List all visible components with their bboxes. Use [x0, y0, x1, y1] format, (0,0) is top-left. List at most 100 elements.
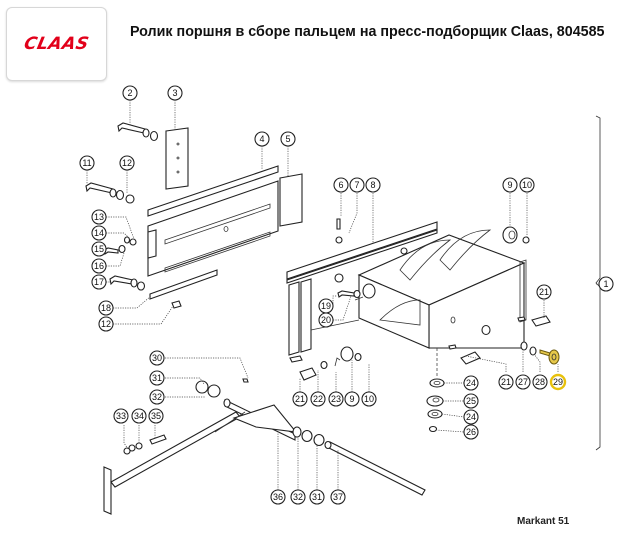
- svg-text:19: 19: [321, 301, 331, 311]
- svg-text:25: 25: [466, 396, 476, 406]
- callout-16[interactable]: 16: [91, 258, 107, 274]
- svg-text:29: 29: [553, 377, 563, 387]
- callout-13[interactable]: 13: [91, 209, 107, 225]
- callout-21-right[interactable]: 21: [536, 284, 552, 300]
- frame-box: [286, 221, 527, 356]
- callout-4[interactable]: 4: [254, 131, 270, 147]
- callout-18[interactable]: 18: [98, 300, 114, 316]
- svg-text:13: 13: [94, 212, 104, 222]
- callout-31-top[interactable]: 31: [149, 370, 165, 386]
- svg-text:10: 10: [522, 180, 532, 190]
- svg-text:2: 2: [127, 88, 132, 98]
- callout-22[interactable]: 22: [310, 391, 326, 407]
- callout-34[interactable]: 34: [131, 408, 147, 424]
- svg-text:16: 16: [94, 261, 104, 271]
- svg-text:31: 31: [152, 373, 162, 383]
- bolt-11: [85, 182, 135, 204]
- callout-12-bottom[interactable]: 12: [98, 316, 114, 332]
- svg-text:1: 1: [603, 279, 608, 289]
- callout-7[interactable]: 7: [349, 177, 365, 193]
- svg-text:35: 35: [151, 411, 161, 421]
- svg-text:34: 34: [134, 411, 144, 421]
- svg-text:32: 32: [293, 492, 303, 502]
- frame-hardware: [334, 218, 551, 365]
- callout-37[interactable]: 37: [330, 489, 346, 505]
- svg-text:33: 33: [116, 411, 126, 421]
- svg-text:21: 21: [539, 287, 549, 297]
- callout-30[interactable]: 30: [149, 350, 165, 366]
- callout-24-bottom[interactable]: 24: [463, 409, 479, 425]
- callout-33[interactable]: 33: [113, 408, 129, 424]
- callout-24-top[interactable]: 24: [463, 375, 479, 391]
- strip-18: [149, 269, 218, 300]
- callout-36[interactable]: 36: [270, 489, 286, 505]
- callout-6[interactable]: 6: [333, 177, 349, 193]
- callout-10-bottom[interactable]: 10: [361, 391, 377, 407]
- svg-text:14: 14: [94, 228, 104, 238]
- callout-19[interactable]: 19: [318, 298, 334, 314]
- svg-text:4: 4: [259, 134, 264, 144]
- lower-frame-parts: [289, 346, 362, 381]
- callout-21-left[interactable]: 21: [292, 391, 308, 407]
- callout-5[interactable]: 5: [280, 131, 296, 147]
- svg-text:30: 30: [152, 353, 162, 363]
- small-fasteners: [103, 236, 182, 309]
- callout-29-highlighted[interactable]: 29: [549, 373, 567, 391]
- callout-23[interactable]: 23: [328, 391, 344, 407]
- callout-27[interactable]: 27: [515, 374, 531, 390]
- callout-20[interactable]: 20: [318, 312, 334, 328]
- callout-14[interactable]: 14: [91, 225, 107, 241]
- callout-10-top[interactable]: 10: [519, 177, 535, 193]
- svg-text:12: 12: [122, 158, 132, 168]
- svg-text:3: 3: [172, 88, 177, 98]
- svg-text:37: 37: [333, 492, 343, 502]
- callout-32-bottom[interactable]: 32: [290, 489, 306, 505]
- callout-9-top[interactable]: 9: [502, 177, 518, 193]
- svg-text:10: 10: [364, 394, 374, 404]
- callout-26[interactable]: 26: [463, 424, 479, 440]
- main-plate: [147, 180, 279, 277]
- bolt-2: [117, 122, 159, 142]
- svg-text:20: 20: [321, 315, 331, 325]
- plate-3: [165, 127, 189, 190]
- callout-8[interactable]: 8: [365, 177, 381, 193]
- callout-21-middle[interactable]: 21: [498, 374, 514, 390]
- callout-12-top[interactable]: 12: [119, 155, 135, 171]
- leader-lines: [86, 100, 606, 490]
- callout-28[interactable]: 28: [532, 374, 548, 390]
- assembly-bracket: [595, 115, 601, 451]
- roller-29-highlighted: [539, 349, 560, 365]
- model-caption: Markant 51: [517, 516, 570, 527]
- callout-35[interactable]: 35: [148, 408, 164, 424]
- callout-2[interactable]: 2: [122, 85, 138, 101]
- svg-text:23: 23: [331, 394, 341, 404]
- svg-text:9: 9: [349, 394, 354, 404]
- svg-text:22: 22: [313, 394, 323, 404]
- svg-text:26: 26: [466, 427, 476, 437]
- callout-11[interactable]: 11: [79, 155, 95, 171]
- svg-text:18: 18: [101, 303, 111, 313]
- svg-text:31: 31: [312, 492, 322, 502]
- callout-32-top[interactable]: 32: [149, 389, 165, 405]
- strip-4: [147, 165, 279, 217]
- callout-31-bottom[interactable]: 31: [309, 489, 325, 505]
- svg-text:21: 21: [295, 394, 305, 404]
- svg-text:15: 15: [94, 244, 104, 254]
- svg-text:27: 27: [518, 377, 528, 387]
- svg-text:5: 5: [285, 134, 290, 144]
- callout-9-bottom[interactable]: 9: [344, 391, 360, 407]
- page-title: Ролик поршня в сборе пальцем на пресс-по…: [130, 24, 605, 40]
- svg-text:6: 6: [338, 180, 343, 190]
- svg-text:11: 11: [82, 158, 91, 168]
- svg-text:7: 7: [354, 180, 359, 190]
- callout-17[interactable]: 17: [91, 274, 107, 290]
- callout-3[interactable]: 3: [167, 85, 183, 101]
- callout-1[interactable]: 1: [598, 276, 614, 292]
- svg-text:17: 17: [94, 277, 104, 287]
- svg-text:12: 12: [101, 319, 111, 329]
- svg-text:8: 8: [370, 180, 375, 190]
- svg-text:24: 24: [466, 412, 476, 422]
- callout-15[interactable]: 15: [91, 241, 107, 257]
- callout-25[interactable]: 25: [463, 393, 479, 409]
